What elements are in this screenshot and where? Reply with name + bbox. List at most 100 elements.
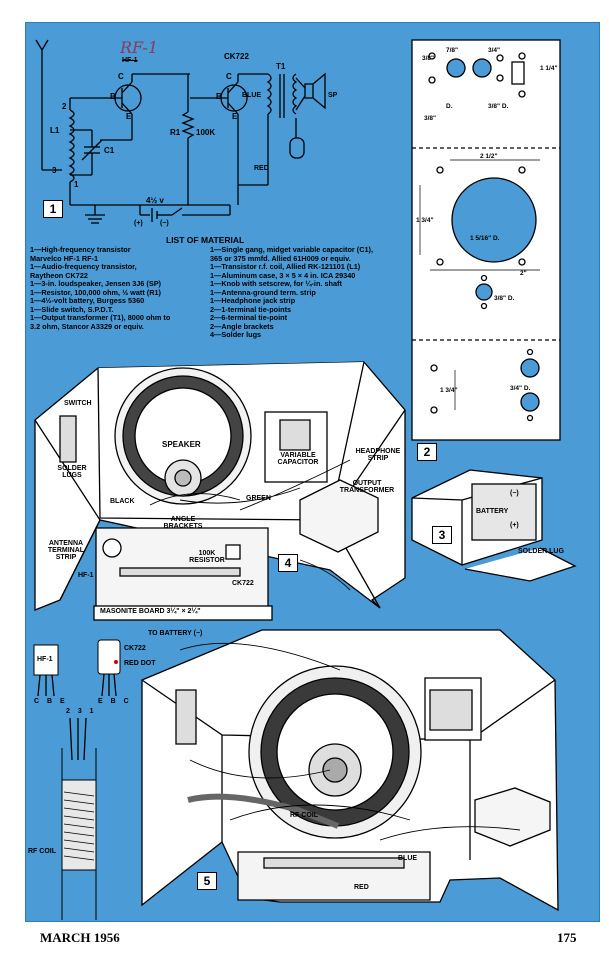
coil-l1 <box>68 109 75 183</box>
figure-1-number: 1 <box>43 200 63 218</box>
dim-label: D. <box>446 103 453 110</box>
resistor-label: 100K RESISTOR <box>189 550 225 564</box>
l1-label: L1 <box>50 126 60 135</box>
pin-c-label: C <box>226 72 232 81</box>
dim-label: 3/8" <box>422 55 434 62</box>
speaker-label: SPEAKER <box>162 440 201 449</box>
battery-minus-label: (−) <box>510 490 519 497</box>
t1-label: T1 <box>276 62 286 71</box>
battery-plus-label: (+) <box>134 220 143 227</box>
chassis-open-view <box>34 361 406 621</box>
dim-label: 1 3/4" <box>416 217 434 224</box>
blue-wire-label: BLUE <box>398 855 418 862</box>
pin-e-label: E <box>232 112 238 121</box>
battery-label: BATTERY <box>476 508 509 515</box>
dim-label: 2 1/2" <box>480 153 498 160</box>
material-item: 1—Headphone jack strip <box>210 296 296 305</box>
dim-label: 1 3/4" <box>440 387 458 394</box>
battery-plus-label: (+) <box>510 522 519 529</box>
pin-b-label: B <box>216 92 222 101</box>
pin-c-label: C <box>118 72 124 81</box>
masonite-board-label: MASONITE BOARD 3¼" × 2¼" <box>100 608 201 615</box>
red-dot-label: RED DOT <box>124 660 156 667</box>
rf-coil-left-label: RF COIL <box>28 848 56 855</box>
coil-tap-2: 2 <box>62 102 67 111</box>
transistor2-label: CK722 <box>224 52 249 61</box>
material-item: 1—4½-volt battery, Burgess 5360 <box>30 296 145 305</box>
hf1-label: HF-1 <box>78 572 94 579</box>
transistor1-handwritten-label: RF-1 <box>120 38 159 57</box>
solder-lug-label: SOLDER LUG <box>518 548 564 555</box>
figure-5-number: 5 <box>197 872 217 890</box>
hf1-transistor-label: HF-1 <box>37 656 53 663</box>
material-item: 1—High-frequency transistor <box>30 245 131 254</box>
material-item: 1—Slide switch, S.P.D.T. <box>30 304 114 314</box>
angle-brackets-label: ANGLE BRACKETS <box>163 516 203 530</box>
dim-label: 3/4" <box>488 47 500 54</box>
solder-lugs-label: SOLDER LUGS <box>57 465 87 479</box>
chassis-assembled-view <box>141 629 559 912</box>
material-item: 1—Knob with setscrew, for ¼-in. shaft <box>210 279 342 288</box>
dim-label: 1 1/4" <box>540 65 558 72</box>
c1-label: C1 <box>104 146 115 155</box>
antenna-icon <box>35 39 49 80</box>
speaker-icon <box>304 72 326 110</box>
rf-coil-label: RF COIL <box>290 812 318 819</box>
dim-label: 3/8" D. <box>488 103 509 110</box>
material-item: 2—Angle brackets <box>210 321 274 331</box>
battery-voltage-label: 4½ v <box>146 196 164 205</box>
material-item: 2—6-terminal tie-point <box>210 313 288 322</box>
dim-label: 3/8" D. <box>494 295 515 302</box>
sp-label: SP <box>328 92 338 99</box>
pin-b-label: B <box>110 92 116 101</box>
resistor-value-label: 100K <box>196 128 216 137</box>
antenna-terminal-strip-label: ANTENNA TERMINAL STRIP <box>47 540 85 561</box>
material-item: 1—Audio-frequency transistor, <box>30 262 137 271</box>
material-item: 1—Aluminum case, 3 × 5 × 4 in. ICA 29340 <box>210 270 356 280</box>
page-number: 175 <box>557 930 577 945</box>
black-wire-label: BLACK <box>110 498 135 505</box>
dim-label: 2" <box>520 270 527 277</box>
material-item: 1—Antenna-ground term. strip <box>210 287 316 297</box>
figure-4-number: 4 <box>278 554 298 572</box>
coil-tap-1: 1 <box>74 180 79 189</box>
material-list-left: 1—High-frequency transistor Marvelco HF-… <box>30 245 171 331</box>
pin-e-label: E <box>126 112 132 121</box>
resistor-r1 <box>181 111 195 139</box>
material-item: 1—Output transformer (T1), 8000 ohm to <box>30 313 171 322</box>
material-item: 4—Solder lugs <box>210 330 262 339</box>
material-item: Marvelco HF-1 RF-1 <box>30 253 99 263</box>
panel-drawing <box>411 39 561 441</box>
red-wire-label: RED <box>254 165 269 172</box>
blue-wire-label: BLUE <box>242 92 262 99</box>
dim-label: 3/4" D. <box>510 385 531 392</box>
component-details <box>33 639 121 920</box>
ck722-label: CK722 <box>124 645 146 652</box>
dim-label: 7/8" <box>446 47 458 54</box>
hf1-pins-label: C B E <box>34 698 68 705</box>
material-item: 1—Transistor r.f. coil, Allied RK-121101… <box>210 262 361 271</box>
coil-pins-label: 2 3 1 <box>66 708 97 715</box>
dim-label: 3/8" <box>424 115 436 122</box>
r1-label: R1 <box>170 128 181 137</box>
switch-label: SWITCH <box>64 400 92 407</box>
figure-2-number: 2 <box>417 443 437 461</box>
battery-minus-label: (−) <box>160 220 169 227</box>
green-wire-label: GREEN <box>246 495 271 502</box>
panel-dimension-labels: 3/8" 7/8" 3/4" 1 1/4" 3/8" D. 3/8" D. 2 … <box>416 47 558 394</box>
headphone-strip-label: HEADPHONE STRIP <box>355 448 401 462</box>
coil-tap-3: 3 <box>52 166 57 175</box>
variable-capacitor-label: VARIABLE CAPACITOR <box>277 452 319 466</box>
output-transformer-label: OUTPUT TRANSFORMER <box>339 480 395 494</box>
material-item: 365 or 375 mmfd. Allied 61H009 or equiv. <box>210 253 351 263</box>
figure-3-number: 3 <box>432 526 452 544</box>
material-item: 1—Single gang, midget variable capacitor… <box>210 245 374 254</box>
material-item: 2—1-terminal tie-points <box>210 304 292 314</box>
ck722-pins-label: E B C <box>98 698 132 705</box>
material-item: 1—3-in. loudspeaker, Jensen 3J6 (SP) <box>30 279 161 288</box>
dim-label: 1 5/16" D. <box>470 235 500 242</box>
material-item: 1—Resistor, 100,000 ohm, ½ watt (R1) <box>30 287 161 297</box>
material-item: Raytheon CK722 <box>30 270 88 280</box>
schematic-diagram <box>35 39 326 224</box>
